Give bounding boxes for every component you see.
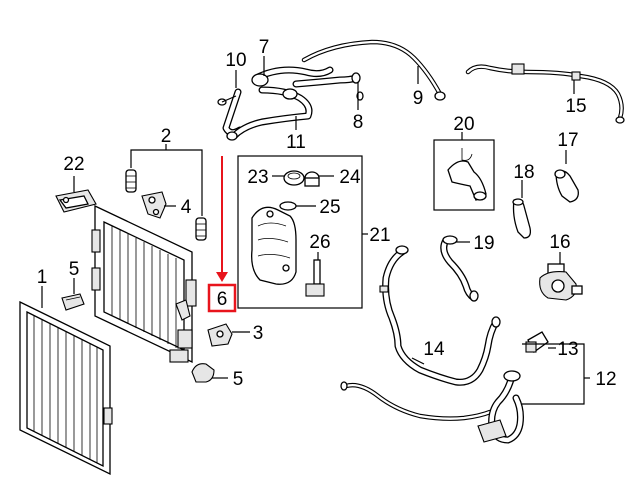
- mount-part-2-right: [195, 217, 207, 241]
- highlight-arrow-head: [216, 272, 228, 282]
- callout-26: 26: [309, 232, 330, 253]
- callout-17: 17: [557, 130, 578, 151]
- hose-part-18: [512, 198, 532, 239]
- hose-part-14: [379, 245, 501, 386]
- callout-15: 15: [565, 96, 586, 117]
- callout-13: 13: [557, 339, 578, 360]
- callout-25: 25: [319, 197, 340, 218]
- upper-hose-assembly: [217, 39, 446, 141]
- pump-part-16: [539, 263, 583, 301]
- callout-3: 3: [253, 323, 264, 344]
- leader-lines: [41, 56, 590, 405]
- callout-11: 11: [286, 132, 306, 153]
- callout-6: 6: [217, 289, 228, 310]
- callout-16: 16: [549, 232, 570, 253]
- callout-7: 7: [259, 37, 270, 58]
- callout-5-lower: 5: [233, 369, 244, 390]
- bracket-part-4: [141, 191, 167, 219]
- part-6-clip: [175, 299, 191, 321]
- radiator-part-1: [19, 300, 113, 476]
- callout-4: 4: [181, 197, 192, 218]
- fan-shroud: [91, 204, 197, 364]
- callout-1: 1: [37, 267, 48, 288]
- callout-10: 10: [225, 50, 246, 71]
- callout-18: 18: [513, 162, 534, 183]
- callout-19: 19: [473, 233, 494, 254]
- bracket-part-5-lower: [191, 363, 215, 383]
- hose-part-19: [440, 235, 479, 302]
- part-3-clip: [207, 323, 233, 347]
- hose-part-15: [465, 63, 625, 124]
- hose-part-12: [340, 370, 524, 444]
- callout-14: 14: [423, 339, 445, 360]
- hose-part-17: [554, 169, 579, 203]
- callout-12: 12: [595, 369, 616, 390]
- callout-labels: 1 2 3 4 5 5 6 7 8 9 10 11 12 13 14 15 16…: [37, 37, 617, 390]
- callout-5-upper: 5: [69, 259, 80, 280]
- bracket-part-5-upper: [61, 293, 85, 311]
- callout-22: 22: [63, 154, 84, 175]
- mount-part-2-left: [125, 169, 137, 193]
- callout-2: 2: [161, 126, 172, 147]
- callout-8: 8: [353, 112, 364, 133]
- highlight-part-6: [207, 156, 237, 313]
- callout-23: 23: [247, 167, 268, 188]
- sensor-part-13: [525, 331, 549, 353]
- callout-20: 20: [453, 114, 474, 135]
- callout-21: 21: [369, 225, 390, 246]
- callout-24: 24: [339, 167, 361, 188]
- bracket-part-22: [55, 189, 97, 213]
- reservoir-kit-box: [237, 155, 363, 309]
- highlight-box: [207, 283, 237, 313]
- callout-9: 9: [413, 88, 424, 109]
- fitting-box-20: [433, 139, 495, 211]
